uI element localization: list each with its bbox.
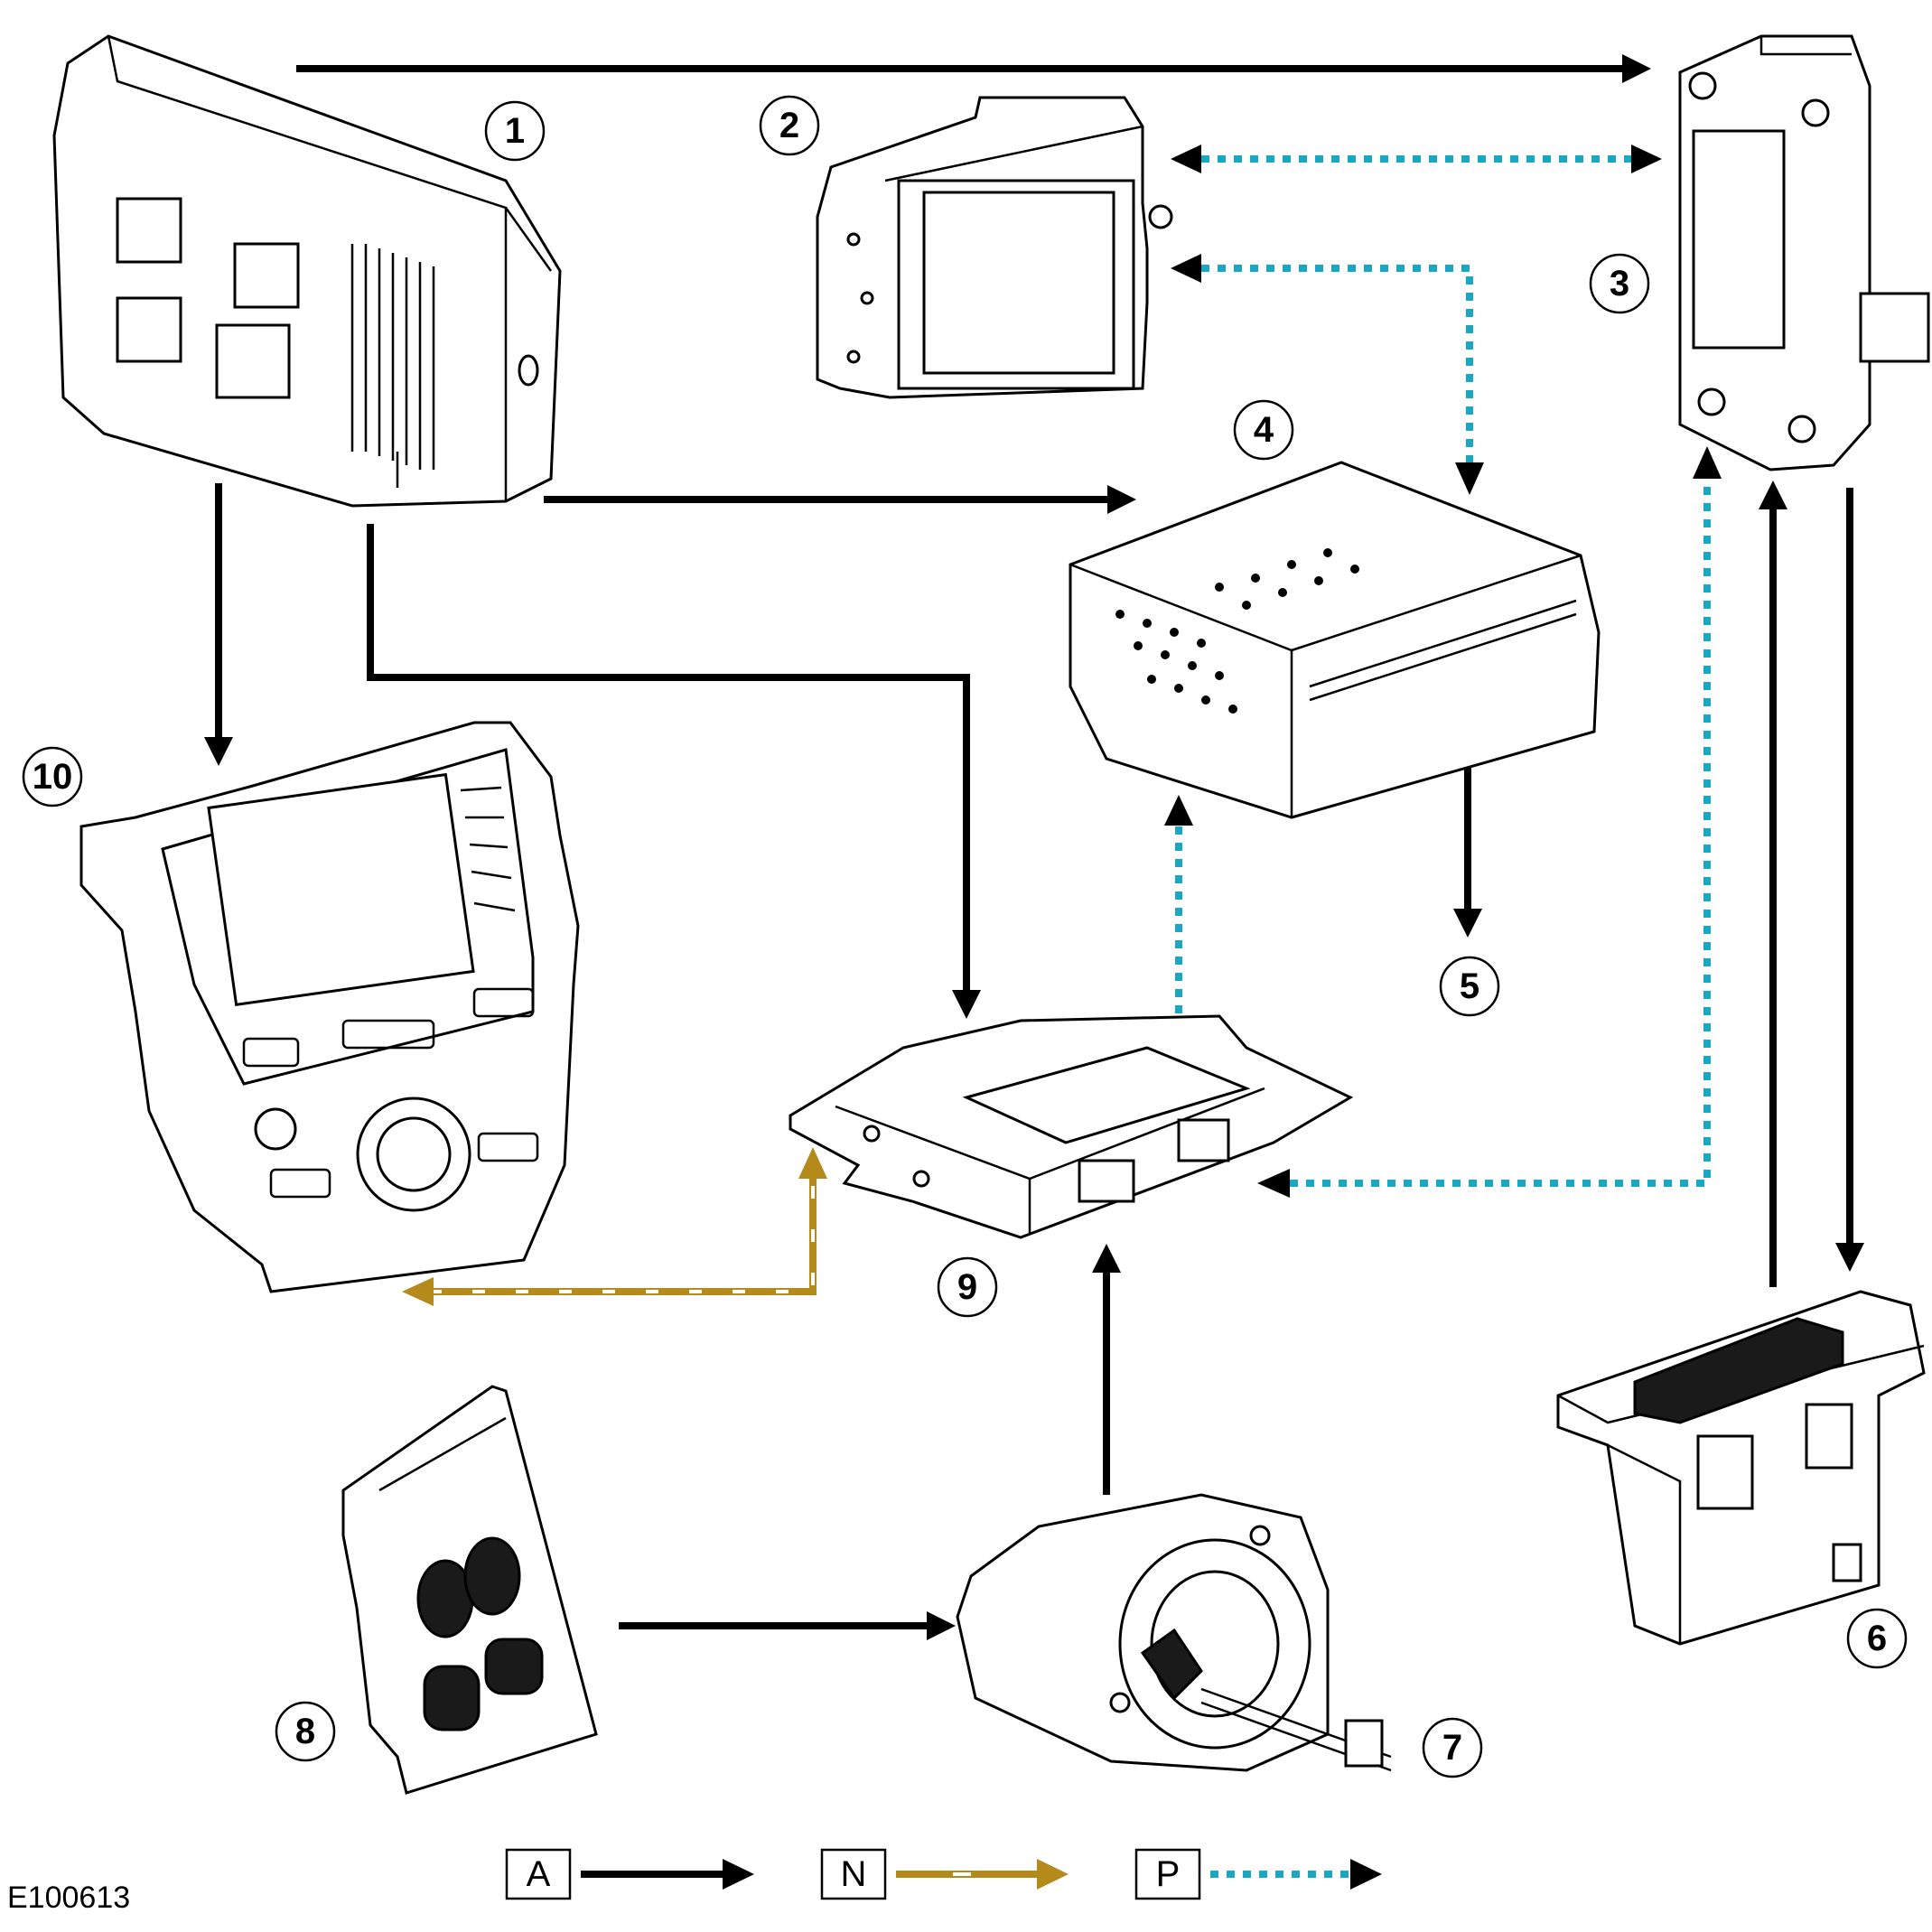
- legend-item-a: A: [505, 1848, 754, 1900]
- link-9-to-10: [429, 1174, 817, 1295]
- arrowhead-9-10-left: [402, 1277, 434, 1306]
- component-4-audio-unit: [1069, 461, 1601, 819]
- callout-5: 5: [1439, 956, 1500, 1017]
- component-10-control-panel: [79, 721, 580, 1293]
- arrowhead-9-3-left: [1257, 1169, 1290, 1198]
- callout-4: 4: [1233, 399, 1294, 461]
- svg-text:6: 6: [1867, 1619, 1887, 1658]
- svg-text:P: P: [1156, 1854, 1181, 1894]
- component-6-socket: [1556, 1290, 1926, 1646]
- svg-text:N: N: [841, 1854, 867, 1894]
- arrowhead-9-10-up: [798, 1147, 827, 1179]
- component-1-junction-box: [52, 34, 562, 508]
- arrowhead-9-3-up: [1693, 446, 1722, 479]
- callouts: 1 2 3 4 5 6 7 8: [22, 95, 1908, 1778]
- legend: A N P: [505, 1848, 1382, 1900]
- callout-8: 8: [275, 1701, 336, 1762]
- callout-1: 1: [484, 100, 546, 162]
- svg-text:9: 9: [957, 1267, 977, 1307]
- component-2-display: [816, 96, 1173, 399]
- figure-id: E100613: [7, 1881, 130, 1915]
- svg-text:1: 1: [505, 111, 525, 151]
- component-3-module: [1678, 34, 1930, 471]
- callout-7: 7: [1422, 1717, 1483, 1778]
- callout-2: 2: [759, 95, 820, 156]
- svg-text:4: 4: [1254, 410, 1274, 450]
- component-7-clock-spring: [956, 1493, 1392, 1772]
- svg-text:5: 5: [1460, 966, 1479, 1006]
- link-1-to-9: [367, 524, 981, 1019]
- arrowhead-2-3-right: [1631, 145, 1662, 173]
- svg-text:2: 2: [779, 106, 799, 145]
- callout-9: 9: [937, 1256, 998, 1318]
- svg-text:10: 10: [33, 757, 73, 797]
- legend-item-n: N: [820, 1848, 1069, 1900]
- connections: [204, 54, 1864, 1640]
- svg-text:7: 7: [1442, 1728, 1462, 1768]
- callout-6: 6: [1846, 1608, 1908, 1669]
- component-9-module: [789, 1014, 1354, 1239]
- svg-text:3: 3: [1610, 264, 1629, 303]
- link-2-to-4: [1201, 265, 1473, 462]
- arrowhead-2-4-left: [1171, 254, 1201, 283]
- arrowhead-4-9-up: [1164, 795, 1193, 826]
- svg-text:A: A: [527, 1854, 551, 1894]
- svg-text:8: 8: [295, 1712, 315, 1751]
- component-8-switch-pack: [341, 1385, 598, 1795]
- legend-item-p: P: [1134, 1848, 1382, 1900]
- arrowhead-2-3-left: [1171, 145, 1201, 173]
- callout-3: 3: [1589, 253, 1650, 314]
- arrowhead-2-4-down: [1455, 462, 1484, 495]
- callout-10: 10: [22, 746, 83, 807]
